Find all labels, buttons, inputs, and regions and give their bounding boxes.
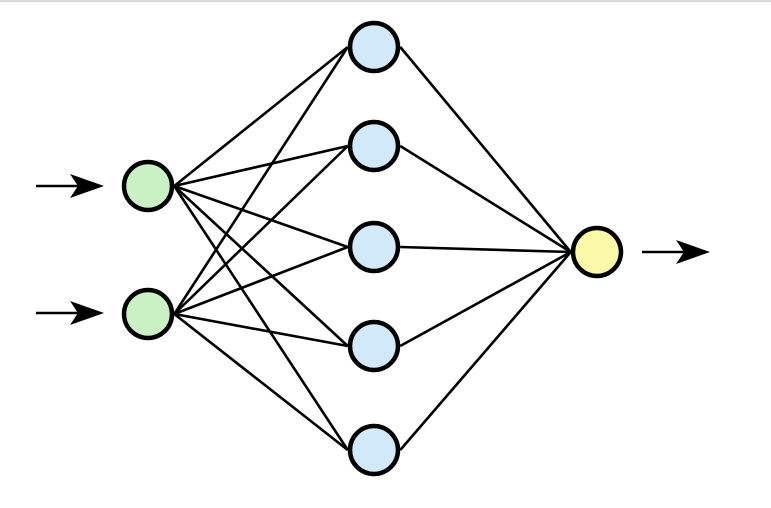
input-node-1 <box>121 159 175 213</box>
edge-input-layer-1-to-hidden-layer-2 <box>173 144 349 188</box>
edge-hidden-layer-4-to-output-layer-1 <box>399 250 572 348</box>
edge-input-layer-2-to-hidden-layer-2 <box>173 145 349 315</box>
edge-input-layer-2-to-hidden-layer-5 <box>173 312 349 452</box>
edge-hidden-layer-5-to-output-layer-1 <box>399 251 572 451</box>
output-arrow-head-icon <box>676 240 710 264</box>
input-arrow-2-head-icon <box>70 301 104 325</box>
output-node-1 <box>570 225 624 279</box>
hidden-node-5 <box>347 423 401 477</box>
edge-input-layer-1-to-hidden-layer-1 <box>173 45 349 188</box>
hidden-node-4 <box>347 319 401 373</box>
input-arrow-1-head-icon <box>70 174 104 198</box>
edge-input-layer-1-to-hidden-layer-3 <box>173 184 349 249</box>
hidden-node-2 <box>347 119 401 173</box>
edge-input-layer-2-to-hidden-layer-1 <box>173 46 349 315</box>
edge-input-layer-1-to-hidden-layer-4 <box>173 185 349 347</box>
edge-input-layer-2-to-hidden-layer-3 <box>173 245 349 316</box>
hidden-node-3 <box>347 220 401 274</box>
edge-hidden-layer-2-to-output-layer-1 <box>399 144 572 254</box>
top-border <box>0 0 771 2</box>
edge-hidden-layer-3-to-output-layer-1 <box>400 245 571 254</box>
hidden-node-1 <box>347 20 401 74</box>
edge-input-layer-1-to-hidden-layer-5 <box>173 185 349 451</box>
input-node-2 <box>121 287 175 341</box>
edge-hidden-layer-1-to-output-layer-1 <box>399 46 572 253</box>
edge-input-layer-2-to-hidden-layer-4 <box>174 312 348 348</box>
